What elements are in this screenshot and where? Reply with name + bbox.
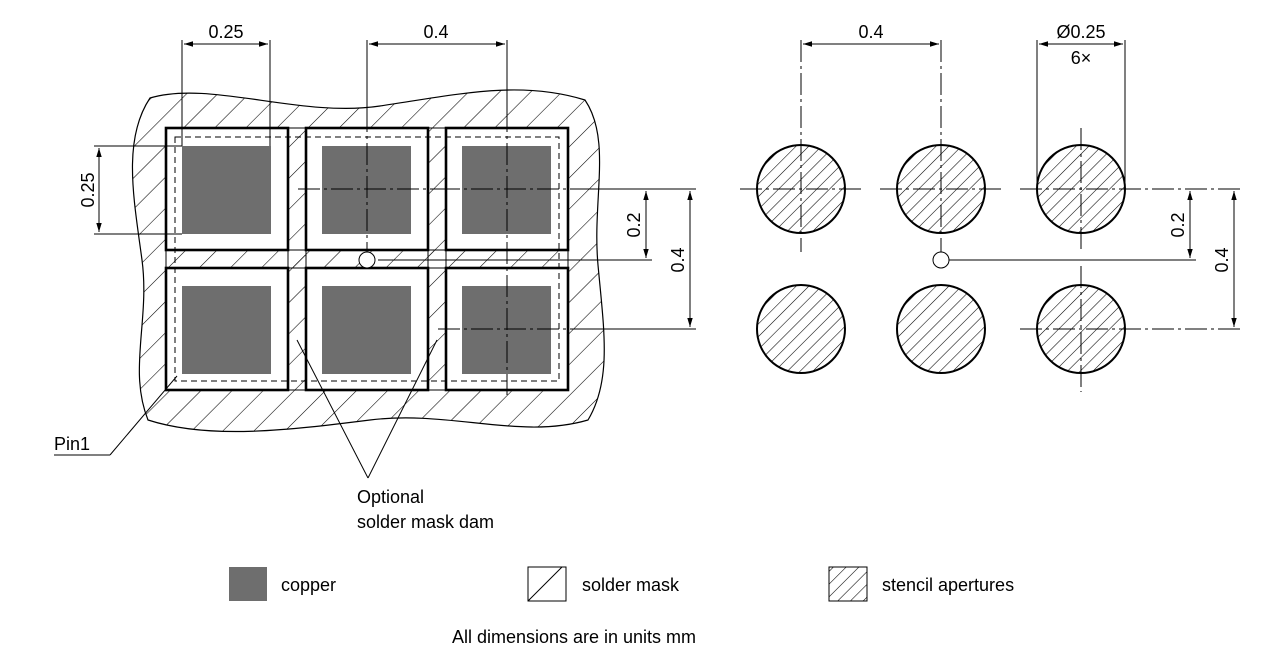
footprint-centerlines bbox=[298, 110, 585, 395]
dim-pitch-y: 0.4 bbox=[585, 188, 696, 330]
stencil-dim-pitch-y-label: 0.4 bbox=[1212, 247, 1232, 272]
legend-item-stencil: stencil apertures bbox=[828, 566, 1014, 602]
stencil-dim-diameter-label: Ø0.25 bbox=[1056, 22, 1105, 42]
dam-label-line1: Optional bbox=[357, 487, 424, 507]
copper-pad bbox=[322, 286, 411, 374]
legend-label-copper: copper bbox=[281, 575, 336, 595]
dam-label-line2: solder mask dam bbox=[357, 512, 494, 532]
copper-pad bbox=[182, 286, 271, 374]
dim-pad-height-label: 0.25 bbox=[78, 172, 98, 207]
pin1-label: Pin1 bbox=[54, 434, 90, 454]
legend-swatch-copper bbox=[229, 567, 267, 601]
stencil-dim-diameter: Ø0.25 6× bbox=[1036, 22, 1126, 189]
stencil-view: 0.4 Ø0.25 6× 0.2 0.4 bbox=[740, 22, 1240, 392]
dim-pitch-x: 0.4 bbox=[366, 22, 508, 110]
stencil-centerlines bbox=[740, 40, 1240, 392]
dim-pad-width-label: 0.25 bbox=[208, 22, 243, 42]
stencil-dim-pitch-y: 0.4 bbox=[1212, 191, 1237, 327]
dim-pitch-y-label: 0.4 bbox=[668, 247, 688, 272]
stencil-dim-pitch-x-label: 0.4 bbox=[858, 22, 883, 42]
stencil-center-mark bbox=[932, 251, 950, 269]
legend: copper solder mask stencil apertures bbox=[229, 566, 1014, 602]
dim-offset-y-label: 0.2 bbox=[624, 212, 644, 237]
stencil-dim-pitch-x: 0.4 bbox=[803, 22, 939, 47]
dim-pad-width: 0.25 bbox=[181, 22, 271, 146]
footprint-view: 0.25 0.4 0.25 0.2 0.4 bbox=[54, 22, 696, 532]
units-note: All dimensions are in units mm bbox=[452, 627, 696, 647]
dam-callout: Optional solder mask dam bbox=[296, 339, 494, 532]
legend-label-stencil: stencil apertures bbox=[882, 575, 1014, 595]
legend-label-solder-mask: solder mask bbox=[582, 575, 680, 595]
stencil-dim-offset-y-label: 0.2 bbox=[1168, 212, 1188, 237]
dim-pitch-x-label: 0.4 bbox=[423, 22, 448, 42]
center-mark bbox=[358, 251, 376, 269]
stencil-aperture bbox=[896, 284, 986, 374]
stencil-aperture bbox=[756, 284, 846, 374]
pin1-callout: Pin1 bbox=[54, 375, 178, 456]
legend-item-solder-mask: solder mask bbox=[527, 566, 680, 602]
copper-pad bbox=[182, 146, 271, 234]
legend-swatch-stencil bbox=[828, 566, 868, 602]
stencil-dim-count-label: 6× bbox=[1071, 48, 1092, 68]
stencil-dim-offset-y: 0.2 bbox=[1168, 191, 1193, 258]
legend-item-copper: copper bbox=[229, 567, 336, 601]
dim-pad-height: 0.25 bbox=[78, 145, 182, 235]
